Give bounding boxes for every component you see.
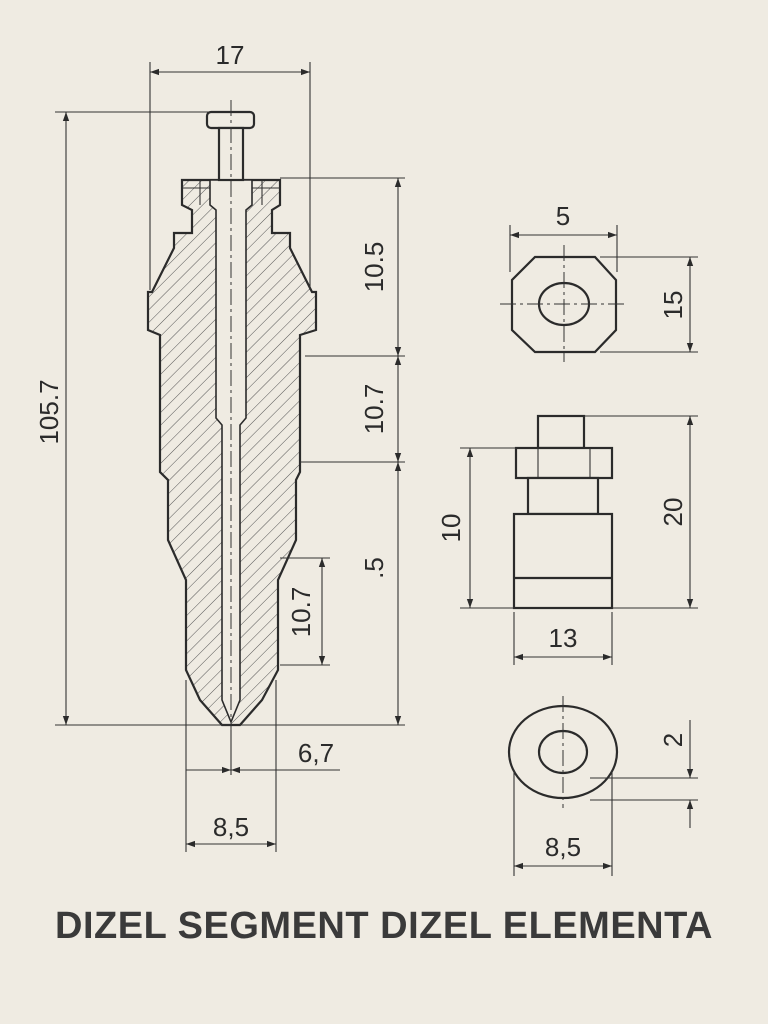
fitting-body: [512, 512, 614, 610]
drawing-title: DIZEL SEGMENT DIZEL ELEMENTA: [55, 905, 713, 947]
dim-tip-offset: 6,7: [298, 738, 334, 768]
extension-lines: [55, 62, 405, 852]
dim-tip-section: 10.7: [286, 587, 316, 638]
dim-overall-length: 105.7: [34, 379, 64, 444]
fitting-hex-nut: [514, 446, 614, 480]
dim-upper-section: 10.5: [359, 242, 389, 293]
fitting-view: 10 20 13: [436, 414, 698, 665]
fitting-top-stub: [536, 414, 586, 450]
nozzle-section-view: [146, 100, 318, 745]
dim-hex-width: 5: [556, 201, 570, 231]
washer-view: 2 8,5: [507, 696, 698, 876]
dim-middle-section: 10.7: [359, 384, 389, 435]
dim-washer-diameter: 8,5: [545, 832, 581, 862]
fitting-neck: [526, 476, 600, 516]
dim-top-width: 17: [216, 40, 245, 70]
hex-nut-view: 5 15: [500, 201, 698, 362]
dim-fitting-body: 10: [436, 514, 466, 543]
dim-base-width: 8,5: [213, 812, 249, 842]
dim-fitting-width: 13: [549, 623, 578, 653]
nozzle-dimensions: 17 105.7 10.5 10.7 .5 10.7 6,7 8,5: [34, 40, 402, 848]
dim-hex-height: 15: [658, 291, 688, 320]
dim-washer-thickness: 2: [658, 733, 688, 747]
dim-lower-section: .5: [359, 557, 389, 579]
dim-fitting-total: 20: [658, 498, 688, 527]
